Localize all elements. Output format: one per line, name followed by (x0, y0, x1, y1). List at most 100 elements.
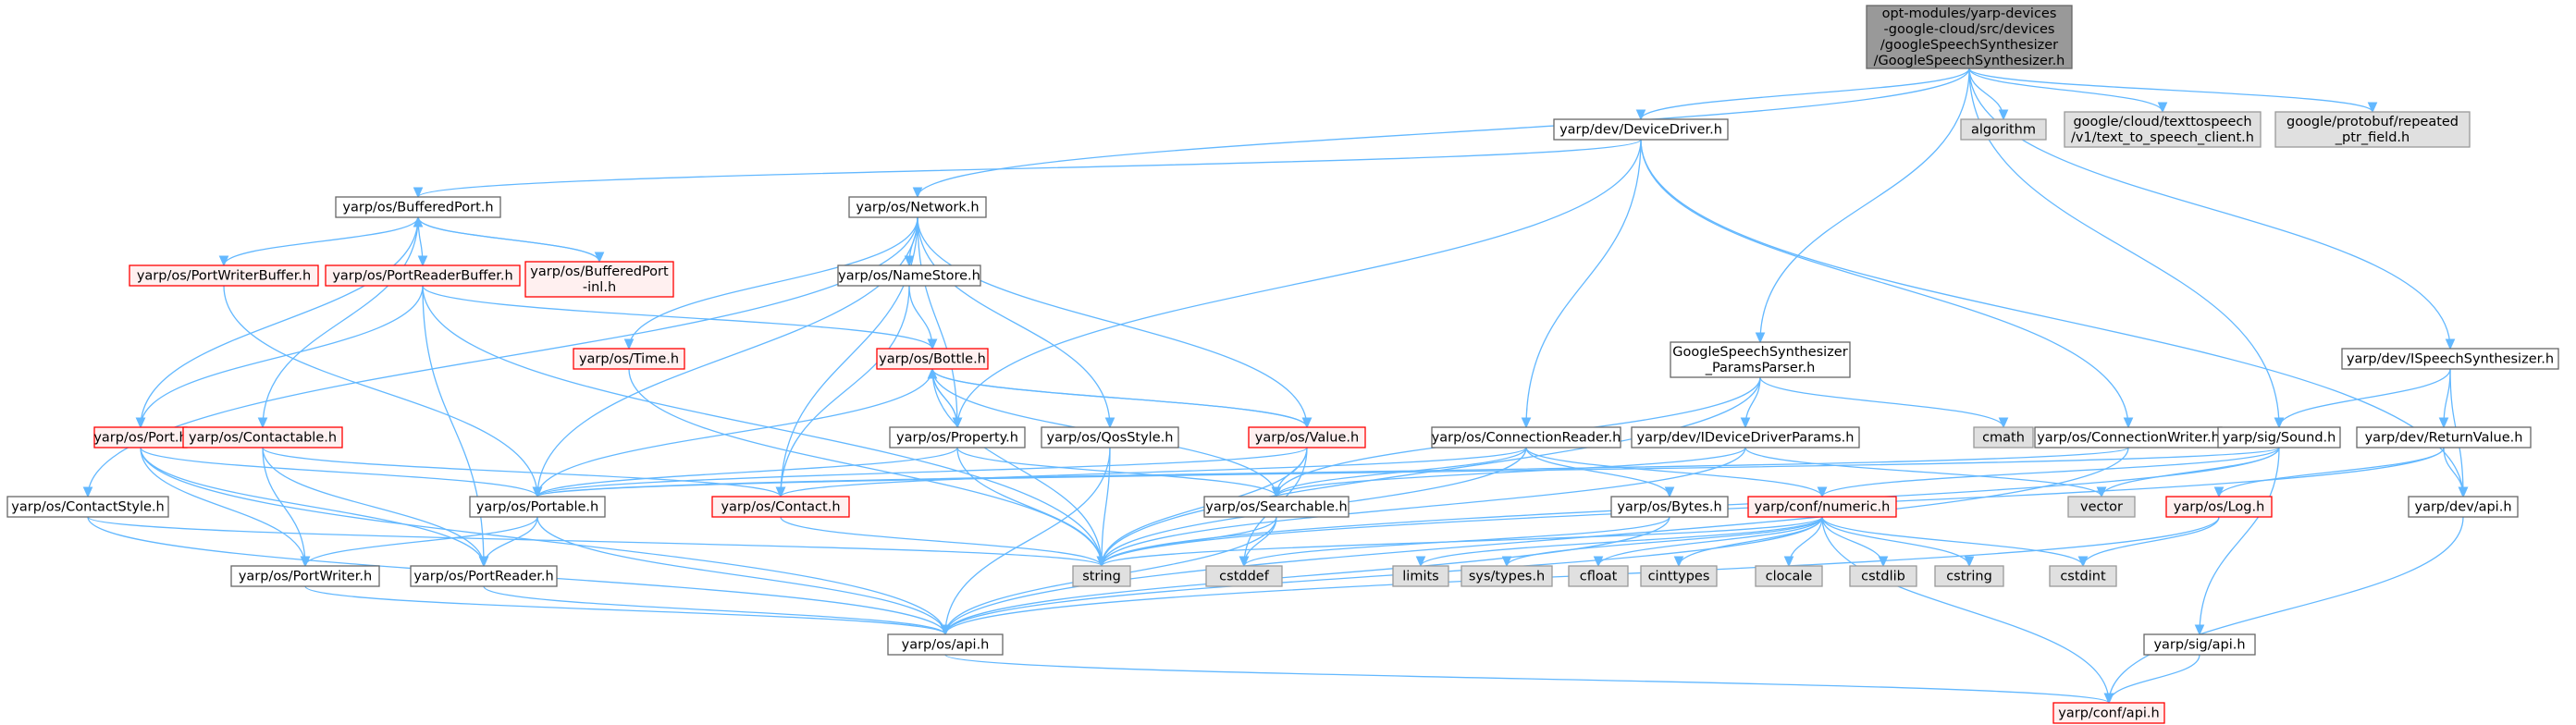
node-label: yarp/os/Bytes.h (1617, 500, 1721, 515)
node-box (889, 426, 1026, 449)
node-cfloat[interactable]: cfloat (1568, 565, 1629, 587)
node-systypes[interactable]: sys/types.h (1461, 565, 1553, 587)
node-string[interactable]: string (1072, 565, 1131, 587)
node-cstring[interactable]: cstring (1934, 565, 2004, 587)
node-osapi[interactable]: yarp/os/api.h (887, 633, 1004, 656)
node-label: yarp/dev/IDeviceDriverParams.h (1637, 431, 1855, 446)
dependency-edge (1821, 516, 2109, 703)
node-limits[interactable]: limits (1392, 565, 1449, 587)
dependency-edge (2109, 654, 2200, 703)
node-contact[interactable]: yarp/os/Contact.h (711, 496, 850, 518)
node-namestore[interactable]: yarp/os/NameStore.h (837, 264, 981, 287)
node-contactstyle[interactable]: yarp/os/ContactStyle.h (6, 496, 169, 518)
node-ispeechsynth[interactable]: yarp/dev/ISpeechSynthesizer.h (2341, 348, 2559, 370)
dependency-edge (1641, 68, 1970, 119)
dependency-edge (945, 516, 1823, 634)
node-portable[interactable]: yarp/os/Portable.h (469, 496, 606, 518)
node-portwriterbuffer[interactable]: yarp/os/PortWriterBuffer.h (129, 264, 319, 287)
node-cmath[interactable]: cmath (1973, 426, 2034, 449)
node-label: yarp/dev/ISpeechSynthesizer.h (2347, 352, 2554, 367)
node-portreaderbuffer[interactable]: yarp/os/PortReaderBuffer.h (325, 264, 521, 287)
node-bufferedport[interactable]: yarp/os/BufferedPort.h (335, 196, 501, 218)
node-box (410, 565, 558, 587)
node-searchable[interactable]: yarp/os/Searchable.h (1203, 496, 1350, 518)
dependency-edge (537, 447, 2129, 497)
dependency-edge (945, 447, 2129, 634)
node-label: limits (1402, 570, 1438, 584)
node-vector[interactable]: vector (2067, 496, 2136, 518)
dependency-edge (1679, 516, 1823, 566)
node-box (182, 426, 343, 449)
node-label: yarp/conf/numeric.h (1755, 500, 1891, 515)
node-cstdint[interactable]: cstdint (2049, 565, 2117, 587)
node-label: string (1082, 570, 1121, 584)
node-repeated_ptr[interactable]: google/protobuf/repeated_ptr_field.h (2274, 111, 2471, 148)
node-box (1631, 426, 1860, 449)
dependency-edge (780, 516, 1102, 566)
node-confapi[interactable]: yarp/conf/api.h (2052, 702, 2165, 724)
node-bottle[interactable]: yarp/os/Bottle.h (876, 348, 989, 370)
node-box (2049, 565, 2117, 587)
node-label: yarp/os/QosStyle.h (1047, 431, 1174, 446)
node-portreader[interactable]: yarp/os/PortReader.h (410, 565, 558, 587)
node-box (2341, 348, 2559, 370)
dependency-edge (1102, 447, 1746, 566)
node-box (1431, 426, 1621, 449)
node-box (335, 196, 501, 218)
node-bytes[interactable]: yarp/os/Bytes.h (1610, 496, 1729, 518)
node-cinttypes[interactable]: cinttypes (1640, 565, 1718, 587)
node-label: /v1/text_to_speech_client.h (2071, 130, 2254, 145)
node-cstddef[interactable]: cstddef (1205, 565, 1283, 587)
node-label: yarp/os/ConnectionWriter.h (2037, 431, 2220, 446)
node-label: cstdint (2060, 570, 2106, 584)
dependency-edge (537, 447, 958, 497)
node-box (887, 633, 1004, 656)
node-portwriter[interactable]: yarp/os/PortWriter.h (230, 565, 380, 587)
dependency-edge (87, 516, 1102, 566)
node-label: algorithm (1971, 123, 2036, 138)
dependency-edge (945, 516, 1670, 634)
node-label: opt-modules/yarp-devices (1882, 6, 2057, 21)
node-box (1934, 565, 2004, 587)
node-label: yarp/dev/ReturnValue.h (2365, 431, 2523, 446)
node-cstdlib[interactable]: cstdlib (1849, 565, 1917, 587)
node-qosstyle[interactable]: yarp/os/QosStyle.h (1041, 426, 1179, 449)
node-sound[interactable]: yarp/sig/Sound.h (2217, 426, 2341, 449)
node-label: cfloat (1580, 570, 1618, 584)
dependency-edge (781, 447, 1527, 497)
node-connectionwriter[interactable]: yarp/os/ConnectionWriter.h (2034, 426, 2223, 449)
node-contactable[interactable]: yarp/os/Contactable.h (182, 426, 343, 449)
node-tts_client[interactable]: google/cloud/texttospeech/v1/text_to_spe… (2064, 111, 2262, 148)
node-idevicedriverparams[interactable]: yarp/dev/IDeviceDriverParams.h (1631, 426, 1860, 449)
dependency-edge (140, 447, 305, 566)
node-devicedriver[interactable]: yarp/dev/DeviceDriver.h (1553, 118, 1729, 141)
dependency-edge (2109, 516, 2464, 703)
node-box (1747, 496, 1897, 518)
node-time[interactable]: yarp/os/Time.h (573, 348, 685, 370)
node-label: /GoogleSpeechSynthesizer.h (1874, 54, 2065, 68)
node-property[interactable]: yarp/os/Property.h (889, 426, 1026, 449)
node-returnvalue[interactable]: yarp/dev/ReturnValue.h (2356, 426, 2532, 449)
node-sigapi[interactable]: yarp/sig/api.h (2143, 633, 2256, 656)
node-box (573, 348, 685, 370)
dependency-edge (2279, 368, 2451, 427)
node-root[interactable]: opt-modules/yarp-devices-google-cloud/sr… (1866, 5, 2073, 69)
node-label: cmath (1982, 431, 2025, 446)
dependency-edge (917, 216, 1110, 427)
node-algorithm[interactable]: algorithm (1960, 118, 2047, 141)
node-port[interactable]: yarp/os/Port.h (93, 426, 188, 449)
node-bufferedport_inl[interactable]: yarp/os/BufferedPort-inl.h (524, 261, 674, 298)
node-paramsparser[interactable]: GoogleSpeechSynthesizer_ParamsParser.h (1670, 341, 1851, 378)
node-connectionreader[interactable]: yarp/os/ConnectionReader.h (1431, 426, 1621, 449)
node-devapi[interactable]: yarp/dev/api.h (2408, 496, 2519, 518)
node-box (230, 565, 380, 587)
node-box (524, 261, 674, 298)
node-numeric[interactable]: yarp/conf/numeric.h (1747, 496, 1897, 518)
node-log[interactable]: yarp/os/Log.h (2165, 496, 2273, 518)
node-network[interactable]: yarp/os/Network.h (848, 196, 987, 218)
node-value[interactable]: yarp/os/Value.h (1248, 426, 1366, 449)
node-clocale[interactable]: clocale (1755, 565, 1823, 587)
node-label: google/cloud/texttospeech (2073, 115, 2251, 129)
node-label: yarp/os/Contact.h (721, 500, 840, 515)
dependency-edge (418, 217, 600, 263)
